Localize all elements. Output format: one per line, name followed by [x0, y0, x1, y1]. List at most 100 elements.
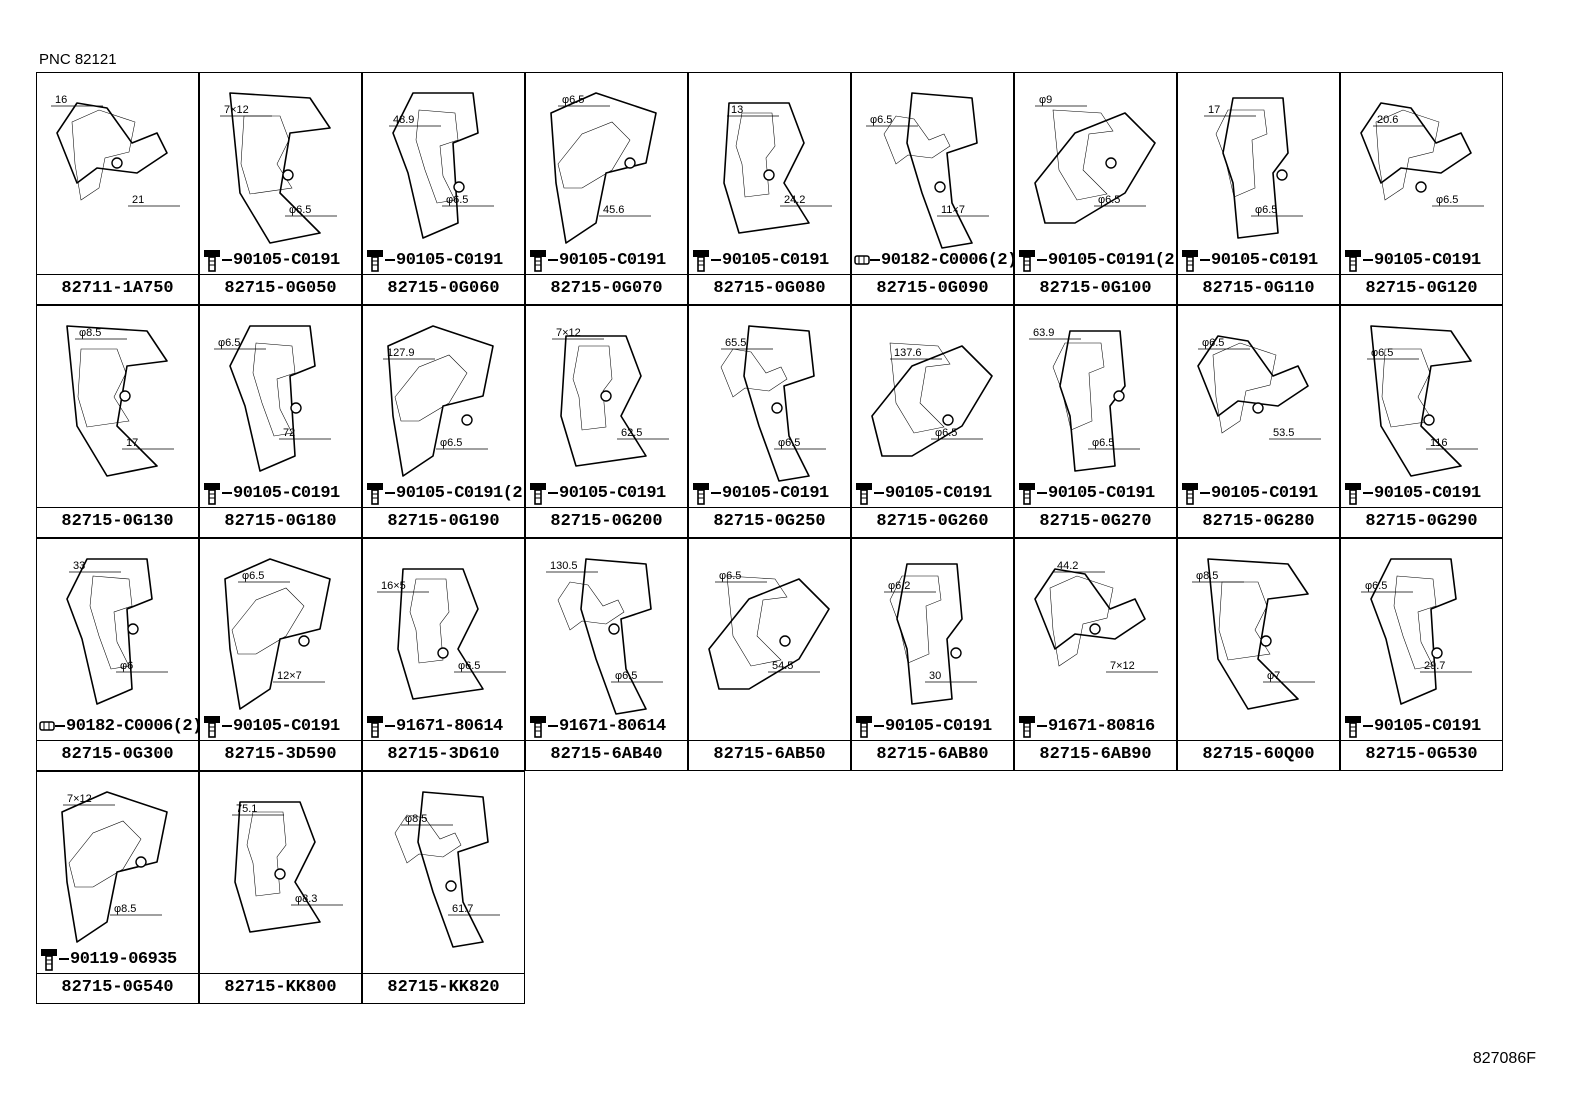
fastener-part-number: 90105-C0191: [1048, 483, 1155, 503]
bracket-outline: [1197, 335, 1309, 417]
part-number: 82715-0G080: [689, 274, 850, 304]
dimension-label: 53.5: [1273, 427, 1294, 439]
mounting-hole: [934, 181, 946, 193]
fastener-part-number: 90105-C0191(2): [1048, 250, 1184, 270]
fastener-callout: 90105-C0191: [202, 248, 360, 272]
bracket-drawing: φ6.554.5: [708, 570, 830, 690]
bracket-detail: [1212, 342, 1277, 434]
bracket-detail: [557, 121, 631, 189]
dimension-label: 13: [731, 104, 743, 116]
dimension-label: φ6.5: [562, 94, 584, 106]
fastener-part-number: 90105-C0191: [1374, 250, 1481, 270]
fastener-part-number: 90105-C0191: [1374, 716, 1481, 736]
fastener-callout: 91671-80816: [1017, 714, 1175, 738]
dimension-label: 61.7: [452, 903, 473, 915]
dimension-label: 16×5: [381, 580, 406, 592]
part-number: 82715-6AB50: [689, 740, 850, 770]
fastener-part-number: 90105-C0191: [885, 483, 992, 503]
dimension-label: φ9: [1039, 94, 1052, 106]
bracket-drawing: φ6.529.7: [1361, 558, 1472, 705]
dimension-label: 24.2: [784, 194, 805, 206]
part-number: 82715-KK800: [200, 973, 361, 1003]
bracket-detail: [1049, 575, 1114, 667]
mounting-hole: [600, 390, 612, 402]
mounting-hole: [1431, 647, 1443, 659]
dimension-label: φ8.3: [295, 893, 317, 905]
part-number: 82715-0G530: [1341, 740, 1502, 770]
bracket-outline: [1360, 102, 1472, 184]
bolt-icon: [856, 716, 872, 738]
bracket-drawing: φ6.5 45.6: [550, 92, 657, 244]
bolt-icon: [1182, 483, 1198, 505]
bracket-detail: [1052, 109, 1114, 201]
bracket-drawing: 130.5φ6.5: [546, 558, 663, 715]
bolt-icon: [204, 483, 220, 505]
bracket-drawing: φ6.572: [214, 325, 331, 472]
dimension-label: 7×12: [556, 327, 581, 339]
bracket-detail: [557, 581, 625, 631]
fastener-callout: 90105-C0191: [528, 248, 686, 272]
bracket-detail: [77, 348, 130, 428]
fastener-part-number: 90105-C0191: [396, 250, 503, 270]
fastener-callout: 90105-C0191: [1343, 481, 1501, 505]
dimension-label: φ7: [1267, 670, 1280, 682]
bolt-icon: [1019, 250, 1035, 272]
bracket-outline: [708, 578, 830, 690]
bracket-outline: [387, 325, 494, 477]
bracket-drawing: φ8.517: [66, 325, 174, 477]
bracket-detail: [68, 820, 142, 888]
fastener-callout: 90105-C0191: [854, 714, 1012, 738]
mounting-hole: [282, 169, 294, 181]
dimension-label: 63.9: [1033, 327, 1054, 339]
dimension-label: 45.6: [603, 204, 624, 216]
bracket-drawing: φ8.5φ7: [1192, 558, 1315, 710]
bolt-icon: [1345, 250, 1361, 272]
mounting-hole: [445, 880, 457, 892]
bracket-outline: [417, 791, 489, 948]
mounting-hole: [1423, 414, 1435, 426]
mounting-hole: [771, 402, 783, 414]
bracket-drawing: φ8.561.7: [394, 791, 500, 948]
part-number: 82715-0G070: [526, 274, 687, 304]
mounting-hole: [950, 647, 962, 659]
leader-line: [711, 492, 721, 494]
bracket-drawing: 65.5φ6.5: [720, 325, 826, 482]
bracket-outline: [871, 345, 993, 457]
fastener-part-number: 90119-06935: [70, 949, 177, 969]
bracket-outline: [906, 92, 978, 249]
dimension-label: 29.7: [1424, 660, 1445, 672]
leader-line: [385, 259, 395, 261]
dimension-label: 16: [55, 94, 67, 106]
dimension-label: 20.6: [1377, 114, 1398, 126]
dimension-label: 7×12: [1110, 660, 1135, 672]
mounting-hole: [1105, 157, 1117, 169]
dimension-label: 33: [73, 560, 85, 572]
leader-line: [870, 259, 880, 261]
bracket-drawing: φ6.511×7: [866, 92, 989, 249]
pnc-label: PNC 82121: [39, 51, 117, 68]
mounting-hole: [1276, 169, 1288, 181]
dimension-label: φ6.5: [440, 437, 462, 449]
fastener-callout: 90105-C0191: [528, 481, 686, 505]
fastener-callout: 90105-C0191: [1180, 481, 1338, 505]
fastener-callout: 90105-C0191(2): [365, 481, 532, 505]
bracket-detail: [89, 575, 133, 670]
dimension-label: 21: [132, 194, 144, 206]
fastener-callout: 90182-C0006(2): [854, 248, 1017, 272]
bracket-detail: [1393, 575, 1437, 670]
fastener-part-number: 90105-C0191: [1211, 250, 1318, 270]
dimension-label: 44.2: [1057, 560, 1078, 572]
bracket-outline: [61, 791, 168, 943]
bolt-icon: [1345, 483, 1361, 505]
